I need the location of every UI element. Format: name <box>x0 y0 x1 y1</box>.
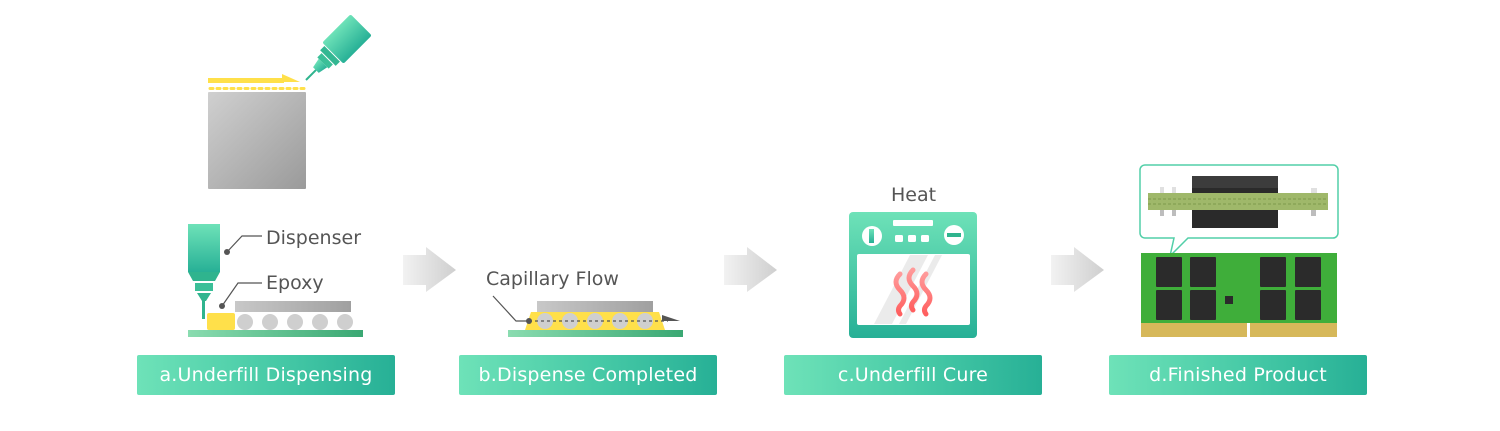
solder-balls <box>237 314 353 330</box>
die-bar <box>235 301 351 312</box>
heat-label: Heat <box>891 184 937 206</box>
epoxy-label: Epoxy <box>266 272 324 294</box>
capillary-flow-label: Capillary Flow <box>486 268 619 290</box>
step-c-label: c.Underfill Cure <box>784 355 1042 395</box>
step-arrow-2 <box>724 247 777 292</box>
step-arrow-3 <box>1051 247 1104 292</box>
flow-direction-arrow <box>208 74 300 83</box>
dispenser-nozzle-icon <box>188 224 220 319</box>
heat-waves-icon <box>893 267 933 317</box>
step-a-label: a.Underfill Dispensing <box>137 355 395 395</box>
step-b-illustration <box>508 301 683 337</box>
step-d-label: d.Finished Product <box>1109 355 1367 395</box>
dispensing-bottle-icon <box>305 15 371 81</box>
capillary-flow-callout-line <box>492 295 532 324</box>
chip-square <box>208 92 306 189</box>
substrate <box>188 330 363 337</box>
epoxy-callout-line <box>219 282 262 309</box>
step-b-label: b.Dispense Completed <box>459 355 717 395</box>
epoxy-blob <box>207 313 235 330</box>
dispenser-callout-line <box>224 235 262 255</box>
oven-icon <box>849 212 977 338</box>
cross-section-callout-bubble <box>1139 164 1339 259</box>
dispenser-label: Dispenser <box>266 227 361 249</box>
memory-module-image <box>1141 253 1337 337</box>
step-arrow-1 <box>403 247 456 292</box>
